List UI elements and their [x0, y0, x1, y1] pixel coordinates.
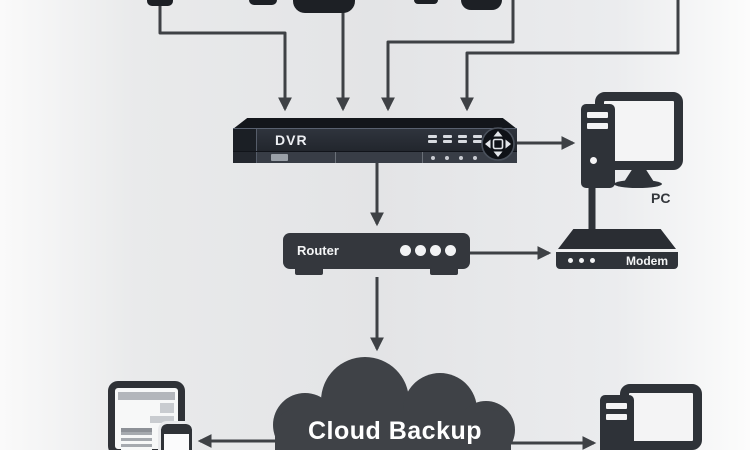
- cloud-backup-icon: Cloud Backup: [265, 355, 525, 450]
- camera-3-body-stub-icon: [461, 0, 502, 10]
- dvr-jog-dial-icon: [481, 127, 515, 161]
- router-foot: [295, 267, 323, 275]
- camera-2-body-stub-icon: [293, 0, 355, 13]
- pc-monitor-stand-icon: [624, 169, 654, 182]
- tablet-screen-header: [118, 392, 175, 400]
- dvr-lower-side-panel: [233, 152, 257, 163]
- pc-monitor-base-icon: [614, 180, 662, 188]
- router-foot: [430, 267, 458, 275]
- tablet-screen-block: [150, 416, 174, 423]
- wire-camera3-dvr: [381, 0, 515, 112]
- smartphone-icon: [158, 421, 195, 450]
- dvr-front-panel: DVR: [233, 128, 517, 151]
- camera-2-stub-icon: [249, 0, 277, 5]
- dvr-lower-panel: [233, 151, 517, 163]
- router-indicator-dots: [400, 245, 456, 256]
- router-device: Router: [283, 233, 470, 275]
- remote-pc-tower-icon: [600, 395, 634, 450]
- tablet-screen-list: [121, 428, 152, 450]
- modem-indicator-dots: [568, 258, 595, 263]
- wire-camera4-dvr: [460, 0, 680, 112]
- dvr-side-panel: [233, 129, 257, 151]
- pc-label: PC: [651, 190, 671, 206]
- camera-3-stub-icon: [414, 0, 438, 4]
- camera-1-stub-icon: [147, 0, 173, 6]
- modem-device: Modem: [556, 250, 678, 269]
- dvr-button-dots: [431, 156, 477, 160]
- dvr-device: DVR: [233, 118, 517, 163]
- dvr-eject-button-icon: [271, 154, 288, 161]
- router-label: Router: [297, 243, 339, 258]
- dvr-panel-divider: [335, 152, 336, 163]
- dvr-panel-divider: [422, 152, 423, 163]
- dvr-top-panel: [233, 118, 517, 129]
- smartphone-screen: [164, 434, 189, 450]
- cloud-backup-label: Cloud Backup: [307, 417, 483, 445]
- modem-top-icon: [558, 229, 676, 249]
- dvr-label: DVR: [275, 132, 308, 148]
- tablet-screen-block: [160, 403, 174, 413]
- wire-camera1-dvr: [158, 0, 292, 112]
- pc-tower-icon: [581, 104, 615, 188]
- dvr-indicator-icons: [428, 135, 482, 143]
- modem-label: Modem: [626, 254, 668, 268]
